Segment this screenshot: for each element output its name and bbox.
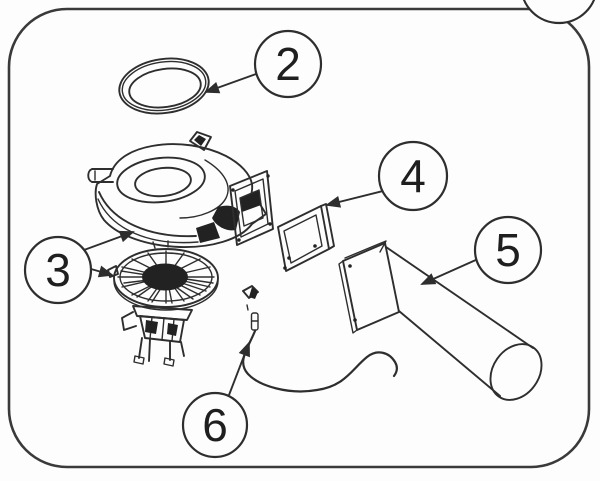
diagram-frame	[7, 7, 591, 469]
wheel-rim-outer	[113, 248, 219, 308]
flange-screw-2	[266, 174, 270, 178]
motor-top-plate	[132, 305, 193, 321]
callout-3[interactable]: 3	[23, 230, 135, 305]
flange-opening-dark	[240, 190, 261, 212]
sensor-connector-dark	[249, 287, 258, 299]
housing-tab-dark	[194, 135, 206, 146]
wheel-spokes	[117, 250, 215, 304]
exhaust-tube-part	[385, 246, 543, 401]
housing-stub	[87, 168, 114, 183]
tube-top-edge	[385, 246, 534, 349]
callout-5[interactable]: 5	[420, 215, 543, 285]
blower-wheel-part	[107, 240, 219, 311]
partial-callout-1[interactable]	[521, 0, 597, 25]
gasket-hole-2	[313, 244, 317, 248]
duct-flange-part	[338, 240, 400, 334]
blower-motor-part	[121, 305, 193, 367]
duct-flange-thickness	[338, 260, 358, 334]
seal-outer2	[121, 60, 207, 112]
motor-legs	[138, 337, 185, 362]
gasket-edge-thickness	[320, 203, 335, 250]
flange-inner	[234, 178, 269, 238]
callout-4[interactable]: 4	[325, 140, 449, 212]
callout-circle[interactable]	[253, 29, 323, 99]
seal-inner	[128, 67, 202, 109]
sensor-wire	[242, 329, 398, 393]
tube-bottom-edge	[398, 310, 501, 397]
motor-dark-1	[145, 320, 158, 334]
callout-circle[interactable]	[473, 215, 543, 285]
wheel-notch	[107, 265, 119, 278]
callout-label: 3	[45, 244, 71, 296]
callout-circle[interactable]	[181, 391, 249, 459]
callout-leader-line-upper	[83, 230, 135, 251]
callout-label: 5	[495, 224, 521, 276]
motor-foot-1	[133, 355, 145, 365]
motor-body	[139, 315, 185, 343]
callout-circle[interactable]	[23, 235, 93, 305]
callout-circle[interactable]	[521, 0, 597, 25]
thermal-sensor-part	[242, 285, 398, 393]
flange-screw-4	[237, 238, 241, 242]
housing-rim-arc1	[98, 191, 197, 238]
wheel-top-ticks	[152, 240, 169, 249]
callout-leader-line	[204, 73, 257, 94]
duct-screw-1	[348, 264, 352, 268]
motor-dark-2	[167, 323, 178, 336]
seal-ring-part	[118, 57, 210, 115]
wheel-rim-depth	[113, 280, 219, 311]
callout-leader-line	[420, 258, 479, 285]
duct-flange-notch	[344, 240, 387, 259]
callout-label: 2	[275, 38, 301, 90]
flange-screw-3	[268, 222, 272, 226]
duct-screw-2	[353, 318, 357, 322]
motor-foot-2	[163, 357, 175, 367]
blower-housing-part	[87, 131, 274, 248]
motor-left-arm	[121, 311, 137, 331]
flange-screw-1	[231, 188, 235, 192]
tube-end-opening	[489, 343, 543, 401]
callout-2[interactable]: 2	[204, 29, 323, 99]
callout-label: 4	[400, 150, 426, 202]
flange-outer	[229, 170, 274, 246]
housing-scroll-line	[179, 159, 229, 219]
callout-label: 6	[202, 399, 228, 451]
flange-opening	[239, 189, 264, 227]
outlet-gasket-part	[277, 203, 335, 272]
under-housing-dark	[196, 222, 220, 243]
housing-rim-arc2	[97, 198, 199, 244]
gasket-hole-1	[287, 256, 291, 260]
callout-leader-line-lower	[90, 265, 114, 278]
seal-outer	[118, 57, 210, 115]
gasket-hole-3	[283, 266, 287, 270]
inlet-ring-outer	[116, 156, 206, 204]
wheel-spokes-2	[120, 270, 214, 304]
inlet-ring-inner	[134, 166, 192, 198]
wheel-hub-dark	[142, 263, 188, 291]
outlet-flange-part	[229, 170, 274, 246]
callout-circle[interactable]	[377, 140, 449, 212]
callout-leader-line	[325, 190, 384, 208]
callout-leader-line	[228, 341, 250, 396]
callout-6[interactable]: 6	[181, 341, 250, 459]
sensor-tick	[246, 304, 249, 311]
outlet-throat-dark	[212, 205, 240, 231]
gasket-inner	[283, 214, 323, 264]
